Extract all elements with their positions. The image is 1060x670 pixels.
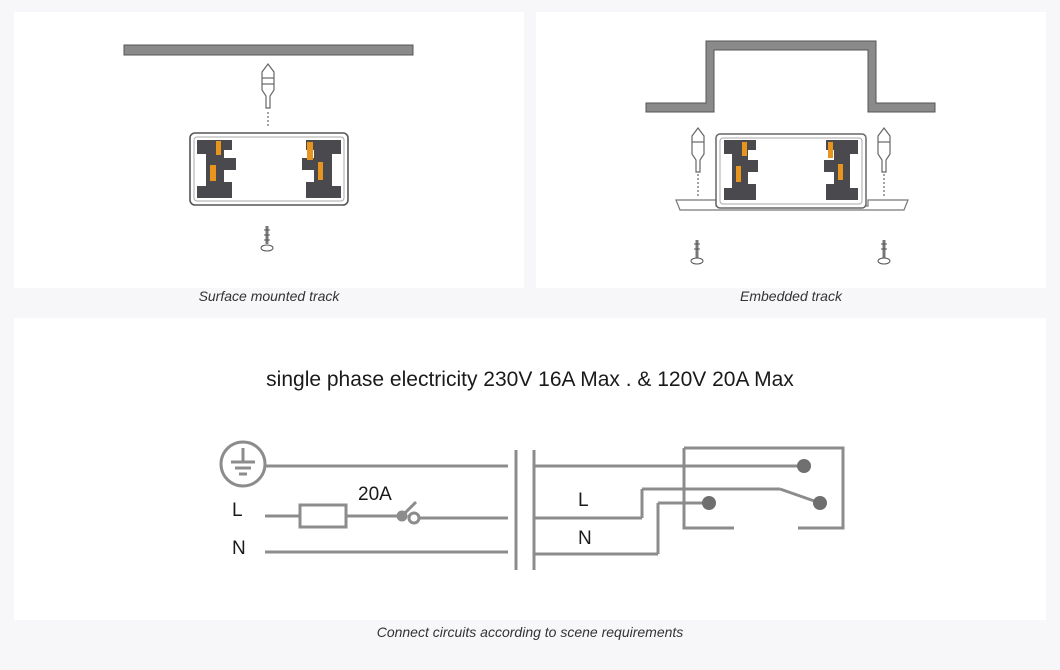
wall-plug-icon xyxy=(691,127,705,198)
screw-icon xyxy=(877,240,891,265)
embedded-track-caption: Embedded track xyxy=(740,288,842,304)
ceiling-slab xyxy=(123,44,414,56)
live-label-left: L xyxy=(232,500,243,521)
embedded-track-diagram xyxy=(645,40,936,265)
wiring-panel xyxy=(14,318,1046,620)
surface-track-diagram xyxy=(123,44,414,252)
breaker-rating-label: 20A xyxy=(358,484,392,505)
screw-icon xyxy=(690,240,704,265)
wiring-caption: Connect circuits according to scene requ… xyxy=(376,624,684,640)
neutral-label-right: N xyxy=(578,528,592,549)
neutral-label-left: N xyxy=(232,538,246,559)
surface-track-caption: Surface mounted track xyxy=(198,288,340,304)
contact-dot xyxy=(797,459,811,473)
track-profile xyxy=(189,132,349,206)
fuse-icon xyxy=(298,503,348,529)
switch-icon xyxy=(402,500,418,516)
contact-dot xyxy=(813,496,827,510)
screw-icon xyxy=(260,226,274,252)
wall-plug-icon xyxy=(877,127,891,198)
wiring-title: single phase electricity 230V 16A Max . … xyxy=(266,368,794,391)
ground-symbol-icon xyxy=(219,440,267,488)
live-label-right: L xyxy=(578,490,589,511)
ceiling-recess xyxy=(645,40,936,113)
wall-plug-icon xyxy=(261,63,275,128)
contact-dot xyxy=(702,496,716,510)
